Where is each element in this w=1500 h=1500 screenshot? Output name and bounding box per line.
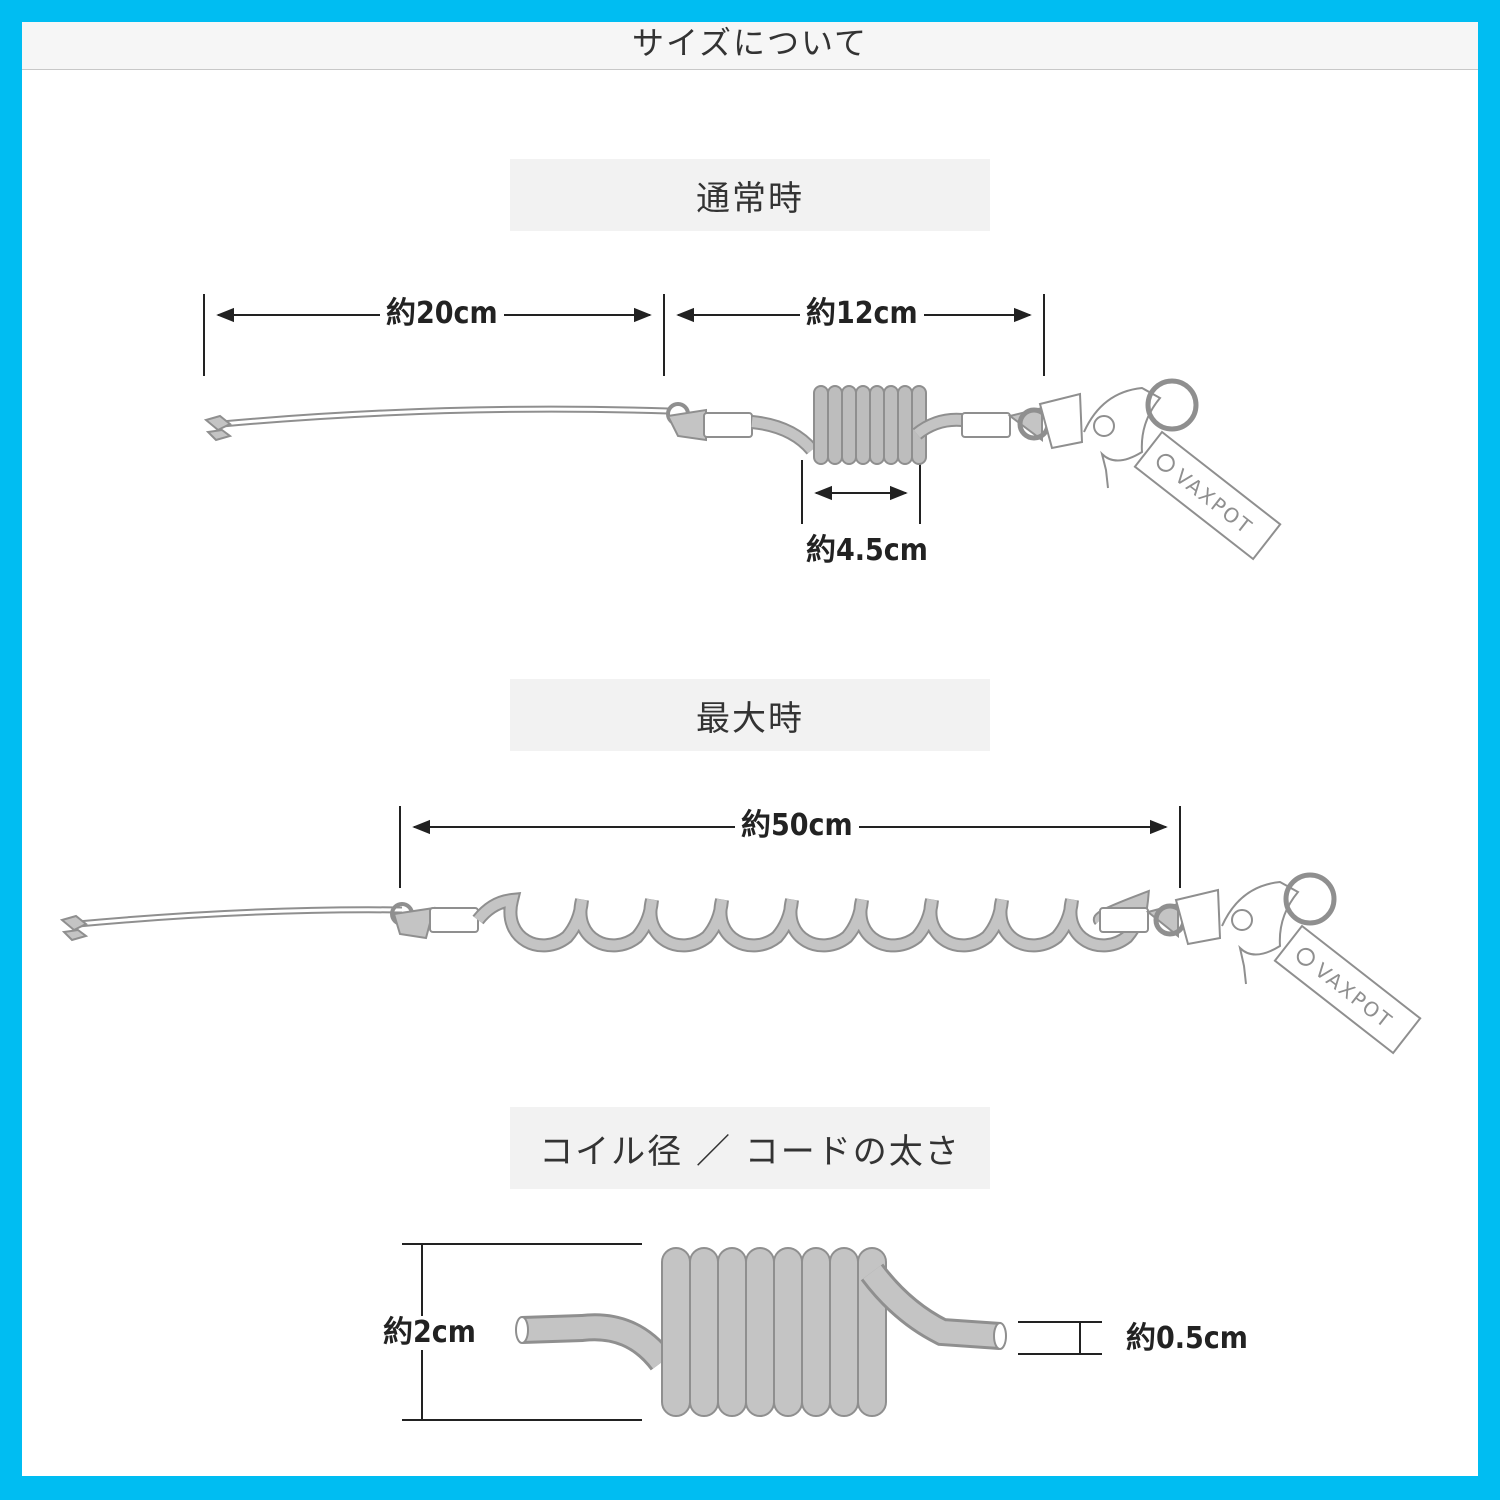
coil-loop	[773, 1247, 803, 1417]
brand-tag: VAXPOT	[1273, 924, 1422, 1055]
d-ring	[1038, 392, 1084, 450]
coil-lead-right-fill	[913, 414, 963, 439]
crimp-left	[666, 408, 707, 442]
coil-loop	[827, 385, 843, 465]
coil-loop	[869, 385, 885, 465]
snap-hook	[1083, 386, 1162, 489]
hook-rivet	[1231, 909, 1253, 931]
section-label-coil: コイル径 ／ コードの太さ	[510, 1107, 990, 1189]
cord-right	[863, 1265, 1001, 1347]
size-diagram: VAXPOT	[59, 294, 1422, 1421]
cord-left	[521, 1316, 671, 1369]
compressed-coil	[813, 385, 927, 465]
coil-loop	[829, 1247, 859, 1417]
dim-label-coil-diameter: 約2cm	[377, 1316, 482, 1350]
string-cord-inner	[77, 908, 403, 926]
page-title: サイズについて	[631, 24, 869, 62]
coil-loop	[745, 1247, 775, 1417]
string-knot	[59, 914, 89, 942]
normal-leash: VAXPOT	[203, 378, 1282, 561]
dim-label-coil-width: 約4.5cm	[800, 534, 934, 568]
crimp-left	[392, 906, 436, 940]
section-label-max: 最大時	[510, 679, 990, 751]
section-label-normal: 通常時	[510, 159, 990, 231]
sleeve-left	[429, 907, 479, 933]
coil-loop	[883, 385, 899, 465]
coil-loop	[841, 385, 857, 465]
coil-loop	[689, 1247, 719, 1417]
coil-loop	[897, 385, 913, 465]
hook-rivet	[1093, 415, 1115, 437]
string-cord-inner	[221, 407, 669, 426]
key-ring	[1283, 872, 1337, 926]
coil-loops	[661, 1247, 887, 1417]
brand-tag: VAXPOT	[1133, 430, 1282, 561]
sleeve-right	[1099, 907, 1149, 933]
coil-loop	[717, 1247, 747, 1417]
max-leash: VAXPOT	[59, 872, 1422, 1055]
dim-label-cord: 約20cm	[380, 297, 504, 331]
dim-label-cord-thickness: 約0.5cm	[1120, 1322, 1254, 1356]
cord-end-left	[515, 1316, 529, 1344]
coil-loop	[855, 385, 871, 465]
stretched-coil-fill	[474, 892, 1148, 951]
coil-lead-left-fill	[751, 417, 816, 454]
size-guide-panel: サイズについて 通常時 最大時 コイル径 ／ コードの太さ	[22, 22, 1478, 1476]
string-knot	[203, 414, 233, 442]
sleeve-left	[703, 412, 753, 438]
cord-end-right	[993, 1322, 1007, 1350]
coil-loop	[661, 1247, 691, 1417]
snap-hook	[1221, 880, 1300, 985]
dim-label-coil: 約12cm	[800, 297, 924, 331]
dim-label-max: 約50cm	[735, 809, 859, 843]
sleeve-right	[961, 412, 1011, 438]
coil-detail	[515, 1247, 1007, 1417]
coil-loop	[801, 1247, 831, 1417]
header-bar: サイズについて	[22, 22, 1478, 70]
d-ring	[1174, 888, 1222, 946]
coil-loop	[813, 385, 829, 465]
key-ring	[1145, 378, 1199, 432]
coil-dimension-lines	[402, 1243, 1102, 1421]
